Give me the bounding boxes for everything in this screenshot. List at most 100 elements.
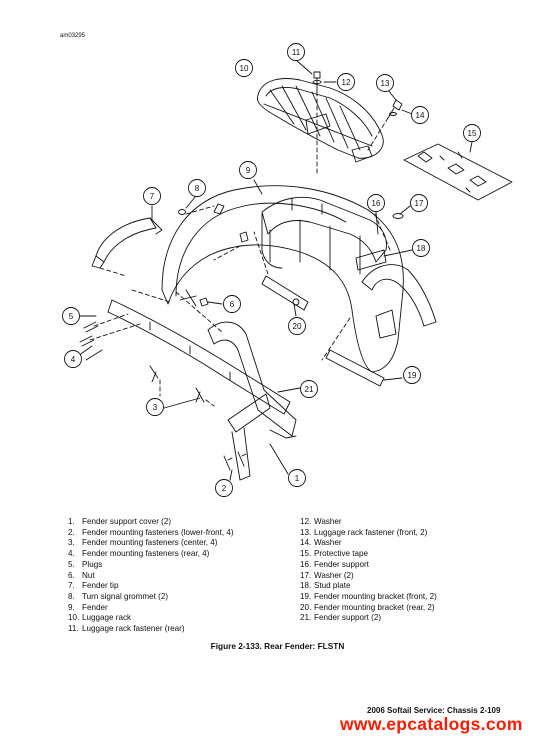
protective-tape-part [403,143,513,201]
legend-text: Fender support cover (2) [82,517,172,526]
callout-8: 8 [188,179,206,197]
legend-item: 20.Fender mounting bracket (rear, 2) [300,603,437,614]
fender-support-part [261,196,387,275]
legend-text: Fender mounting fasteners (lower-front, … [82,527,234,537]
legend-text: Fender mounting bracket (front, 2) [314,591,437,601]
legend-item: 4. Fender mounting fasteners (rear, 4) [68,549,234,560]
page-footer: 2006 Softail Service: Chassis 2-109 [367,706,501,715]
legend-text: Fender mounting fasteners (center, 4) [82,538,218,548]
legend-text: Fender mounting fasteners (rear, 4) [82,549,210,559]
fender-support-bracket-part [207,321,297,481]
legend-item: 12.Washer [300,517,437,528]
legend-item: 15.Protective tape [300,549,437,560]
legend-item: 8. Turn signal grommet (2) [68,592,234,603]
legend-item: 18.Stud plate [300,581,437,592]
drawing-code: am03295 [60,33,86,39]
svg-text:6: 6 [230,300,235,309]
svg-text:5: 5 [69,312,74,321]
callout-18: 18 [412,239,430,257]
callout-5: 5 [62,307,80,325]
legend-number: 6. [68,570,75,580]
svg-text:16: 16 [372,199,381,208]
callout-21: 21 [300,380,318,398]
legend-text: Turn signal grommet (2) [82,591,169,601]
legend-item: 14.Washer [300,538,437,549]
legend-item: 6. Nut [68,571,234,582]
callout-9: 9 [239,161,257,179]
legend-text: Fender tip [82,581,119,591]
legend-left-column: 1. Fender support cover (2) 2. Fender moun… [68,517,234,635]
legend-text: Fender support [314,559,369,569]
legend-item: 3. Fender mounting fasteners (center, 4) [68,538,234,549]
legend-number: 4. [68,549,75,559]
callout-15: 15 [463,124,481,142]
legend-text: Washer [314,517,342,526]
legend-text: Nut [82,570,95,580]
legend-text: Fender support (2) [314,613,382,623]
legend-number: 2. [68,527,75,537]
legend-number: 17. [300,570,312,580]
legend-item: 17.Washer (2) [300,571,437,582]
legend-text: Washer (2) [314,570,354,580]
callout-12: 12 [337,73,355,91]
legend-number: 9. [68,602,75,612]
luggage-rack-part [256,78,384,163]
legend-number: 19. [300,591,312,601]
legend-item: 5.Plugs [68,560,234,571]
svg-text:2: 2 [222,484,227,493]
legend-number: 5. [68,559,75,569]
legend-number: 16. [300,559,312,569]
legend-number: 21. [300,613,312,623]
svg-text:12: 12 [342,78,351,87]
watermark-link[interactable]: www.epcatalogs.com [340,714,523,734]
legend-number: 11. [68,624,79,634]
legend-number: 13. [300,527,312,537]
svg-text:4: 4 [71,355,76,364]
callout-17: 17 [410,194,428,212]
legend-item: 16.Fender support [300,560,437,571]
callout-3: 3 [146,398,164,416]
legend-item: 13.Luggage rack fastener (front, 2) [300,528,437,539]
legend-text: Fender [82,602,108,612]
legend-number: 18. [300,581,312,591]
fender-part [161,185,404,373]
legend-text: Protective tape [314,549,368,559]
svg-text:7: 7 [150,192,155,201]
legend-item: 19.Fender mounting bracket (front, 2) [300,592,437,603]
legend-number: 20. [300,602,312,612]
legend-item: 11.Luggage rack fastener (rear) [68,624,234,635]
callout-14: 14 [411,106,429,124]
svg-text:8: 8 [195,184,200,193]
svg-text:1: 1 [295,474,300,483]
legend-number: 8. [68,591,75,601]
legend-number: 12. [300,517,312,526]
legend-text: Fender mounting bracket (rear, 2) [314,602,435,612]
svg-text:18: 18 [417,244,426,253]
callout-2: 2 [215,479,233,497]
legend-item: 9. Fender [68,603,234,614]
legend-number: 15. [300,549,312,559]
svg-text:14: 14 [416,111,425,120]
legend-number: 7. [68,581,75,591]
callout-19: 19 [403,366,421,384]
svg-text:15: 15 [468,129,477,138]
svg-text:17: 17 [415,199,424,208]
svg-text:20: 20 [293,322,302,331]
legend-number: 10. [68,613,80,623]
callout-4: 4 [64,350,82,368]
legend-item: 7. Fender tip [68,581,234,592]
callout-10: 10 [235,59,253,77]
legend-number: 1. [68,517,75,526]
legend-text: Luggage rack [82,613,132,623]
callout-13: 13 [376,74,394,92]
legend-text: Luggage rack fastener (rear) [82,624,185,634]
legend-right-column: 12.Washer 13.Luggage rack fastener (fron… [300,517,437,624]
legend-text: Stud plate [314,581,351,591]
fender-tip-part [91,217,163,277]
legend-number: 14. [300,538,312,548]
svg-text:3: 3 [153,403,158,412]
legend-number: 3. [68,538,75,548]
svg-text:10: 10 [240,64,249,73]
svg-text:9: 9 [246,166,251,175]
svg-text:21: 21 [305,385,314,394]
